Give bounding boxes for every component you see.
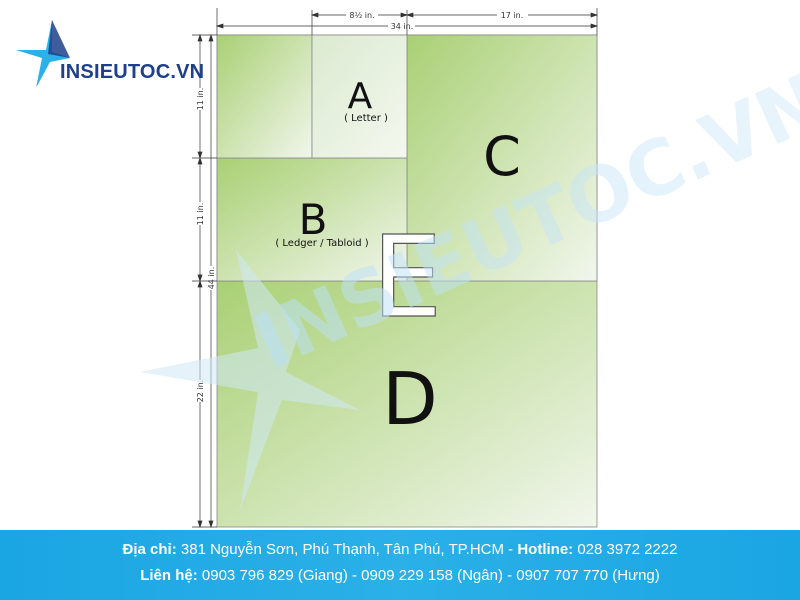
contact-value[interactable]: 0903 796 829 (Giang) - 0909 229 158 (Ngâ…	[201, 567, 660, 584]
dim-top-right: 17 in.	[501, 11, 524, 20]
dim-left-b: 11 in.	[196, 203, 205, 226]
address-value: 381 Nguyễn Sơn, Phú Thạnh, Tân Phú, TP.H…	[180, 541, 504, 558]
sheet-c-region	[406, 34, 598, 282]
sheet-a-region	[311, 34, 408, 159]
sheet-b-region	[216, 157, 408, 282]
watermark-star-icon	[140, 250, 360, 510]
sheet-b-sub: ( Ledger / Tabloid )	[275, 238, 368, 249]
brand-logo: INSIEUTOC.VN	[12, 14, 212, 86]
sheet-left-top-region	[216, 34, 313, 159]
paper-size-diagram: 8½ in. 17 in. 34 in. 11 in. 11 in. 44 in…	[140, 8, 800, 529]
sheet-c-letter: C	[483, 125, 521, 188]
hotline-value[interactable]: 028 3972 2222	[577, 541, 678, 558]
address-label: Địa chỉ:	[122, 541, 177, 558]
contact-footer: Địa chỉ: 381 Nguyễn Sơn, Phú Thạnh, Tân …	[0, 530, 800, 600]
hotline-label: Hotline:	[517, 541, 574, 558]
dim-left-d: 22 in.	[196, 380, 205, 403]
footer-separator: -	[508, 541, 514, 558]
contact-label: Liên hệ:	[140, 567, 198, 584]
sheet-d-letter: D	[382, 357, 437, 441]
dim-left-a: 11 in.	[196, 88, 205, 111]
left-dimensions	[192, 33, 217, 529]
sheet-e-letter: E	[372, 213, 443, 343]
sheet-a-letter: A	[348, 76, 373, 117]
sheet-a-sub: ( Letter )	[344, 113, 388, 124]
top-dimensions	[215, 8, 599, 35]
dim-left-total: 44 in.	[207, 267, 216, 290]
dim-total-width: 34 in.	[391, 22, 414, 31]
brand-logo-text: INSIEUTOC.VN	[60, 61, 205, 83]
brand-star-icon	[16, 20, 70, 86]
sheet-b-letter: B	[299, 195, 328, 244]
footer-address-line: Địa chỉ: 381 Nguyễn Sơn, Phú Thạnh, Tân …	[0, 541, 800, 558]
dim-top-width: 8½ in.	[349, 11, 374, 20]
footer-contact-line: Liên hệ: 0903 796 829 (Giang) - 0909 229…	[0, 567, 800, 584]
